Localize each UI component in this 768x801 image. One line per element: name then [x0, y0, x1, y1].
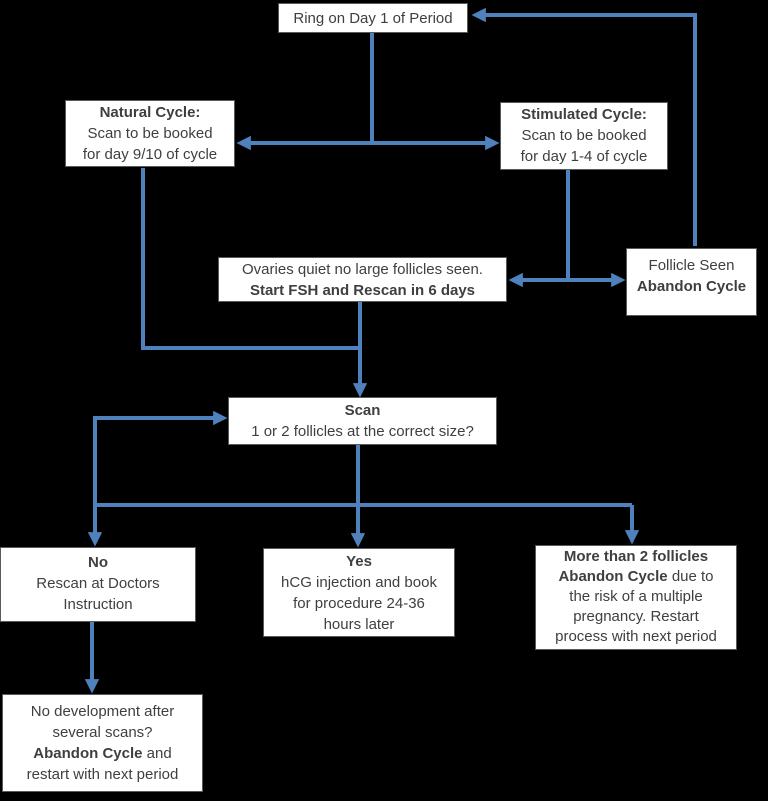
node-text: Abandon Cycle due to	[558, 568, 714, 585]
node-ring-day1: Ring on Day 1 of Period	[278, 3, 468, 33]
node-text: restart with next period	[26, 766, 179, 783]
node-text: Start FSH and Rescan in 6 days	[249, 282, 476, 299]
node-text: Instruction	[63, 596, 133, 613]
node-title: Natural Cycle:	[99, 104, 201, 121]
arrow-follicle-to-ring	[471, 7, 697, 246]
node-more-than-2: More than 2 follicles Abandon Cycle due …	[535, 545, 737, 650]
arrow-rescan-loop-to-scan	[93, 410, 228, 505]
node-no-rescan: No Rescan at Doctors Instruction	[0, 547, 196, 622]
node-text: for day 9/10 of cycle	[82, 146, 218, 163]
node-text: Abandon Cycle	[636, 278, 747, 295]
node-text: several scans?	[52, 724, 153, 741]
arrow-natural-elbow	[141, 168, 360, 350]
node-text: process with next period	[555, 628, 717, 645]
node-yes-hcg: Yes hCG injection and book for procedure…	[263, 548, 455, 637]
node-stimulated-cycle: Stimulated Cycle: Scan to be booked for …	[500, 102, 668, 170]
node-text: hCG injection and book	[281, 574, 437, 591]
node-text: hours later	[323, 616, 395, 633]
node-title: Yes	[346, 553, 372, 570]
node-text: Follicle Seen	[648, 257, 735, 274]
node-text: No development after	[30, 703, 175, 720]
node-text: Ring on Day 1 of Period	[293, 9, 453, 27]
node-scan: Scan 1 or 2 follicles at the correct siz…	[228, 397, 497, 445]
node-ovaries-quiet: Ovaries quiet no large follicles seen. S…	[218, 257, 507, 302]
node-text: Scan to be booked	[87, 125, 213, 142]
node-no-development: No development after several scans? Aban…	[2, 694, 203, 792]
node-text: Ovaries quiet no large follicles seen.	[242, 261, 483, 278]
node-text: Rescan at Doctors	[36, 575, 160, 592]
node-text: for day 1-4 of cycle	[520, 148, 648, 165]
node-text: pregnancy. Restart	[573, 608, 699, 625]
node-text: for procedure 24-36	[293, 595, 425, 612]
node-title: Stimulated Cycle:	[521, 106, 647, 123]
node-natural-cycle: Natural Cycle: Scan to be booked for day…	[65, 100, 235, 167]
node-follicle-seen: Follicle Seen Abandon Cycle	[626, 248, 757, 316]
node-text: Scan to be booked	[521, 127, 647, 144]
node-text: More than 2 follicles	[563, 548, 709, 565]
node-title: Scan	[344, 402, 381, 419]
node-title: No	[88, 554, 108, 571]
node-text: Abandon Cycle and	[33, 745, 172, 762]
node-text: the risk of a multiple	[569, 588, 703, 605]
node-text: 1 or 2 follicles at the correct size?	[251, 423, 474, 440]
